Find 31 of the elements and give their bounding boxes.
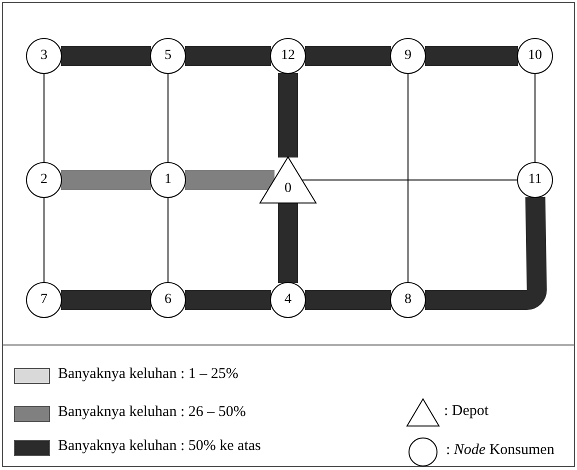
customer-node-circle: 10 [517,38,553,74]
highlighted-route [61,290,151,310]
customer-node-circle: 7 [26,282,62,318]
highlighted-route [61,170,151,190]
customer-node-circle: 1 [150,162,186,198]
legend-text: Banyaknya keluhan : 26 – 50% [58,404,246,421]
legend-text: : Node Konsumen [446,442,554,459]
highlighted-route [425,196,547,310]
customer-node-circle: 12 [270,38,306,74]
highlighted-route [305,290,391,310]
customer-node-circle: 2 [26,162,62,198]
customer-node-circle: 6 [150,282,186,318]
highlighted-route [61,46,151,66]
highlighted-route [305,46,391,66]
customer-node-circle: 8 [390,282,426,318]
customer-node-circle: 11 [517,162,553,198]
depot-triangle: 0 [259,156,317,204]
legend-text: Banyaknya keluhan : 1 – 25% [58,366,238,383]
highlighted-route [185,170,274,190]
customer-node-circle: 9 [390,38,426,74]
highlighted-route [278,73,298,158]
highlighted-route [278,202,298,283]
route-line [534,74,536,162]
legend-text: Banyaknya keluhan : 50% ke atas [58,438,261,455]
highlighted-route [425,46,518,66]
highlighted-route [185,290,271,310]
customer-node-circle: 4 [270,282,306,318]
customer-node-circle: 3 [26,38,62,74]
customer-node-circle: 5 [150,38,186,74]
highlighted-route [185,46,271,66]
legend-text: : Depot [444,403,489,420]
